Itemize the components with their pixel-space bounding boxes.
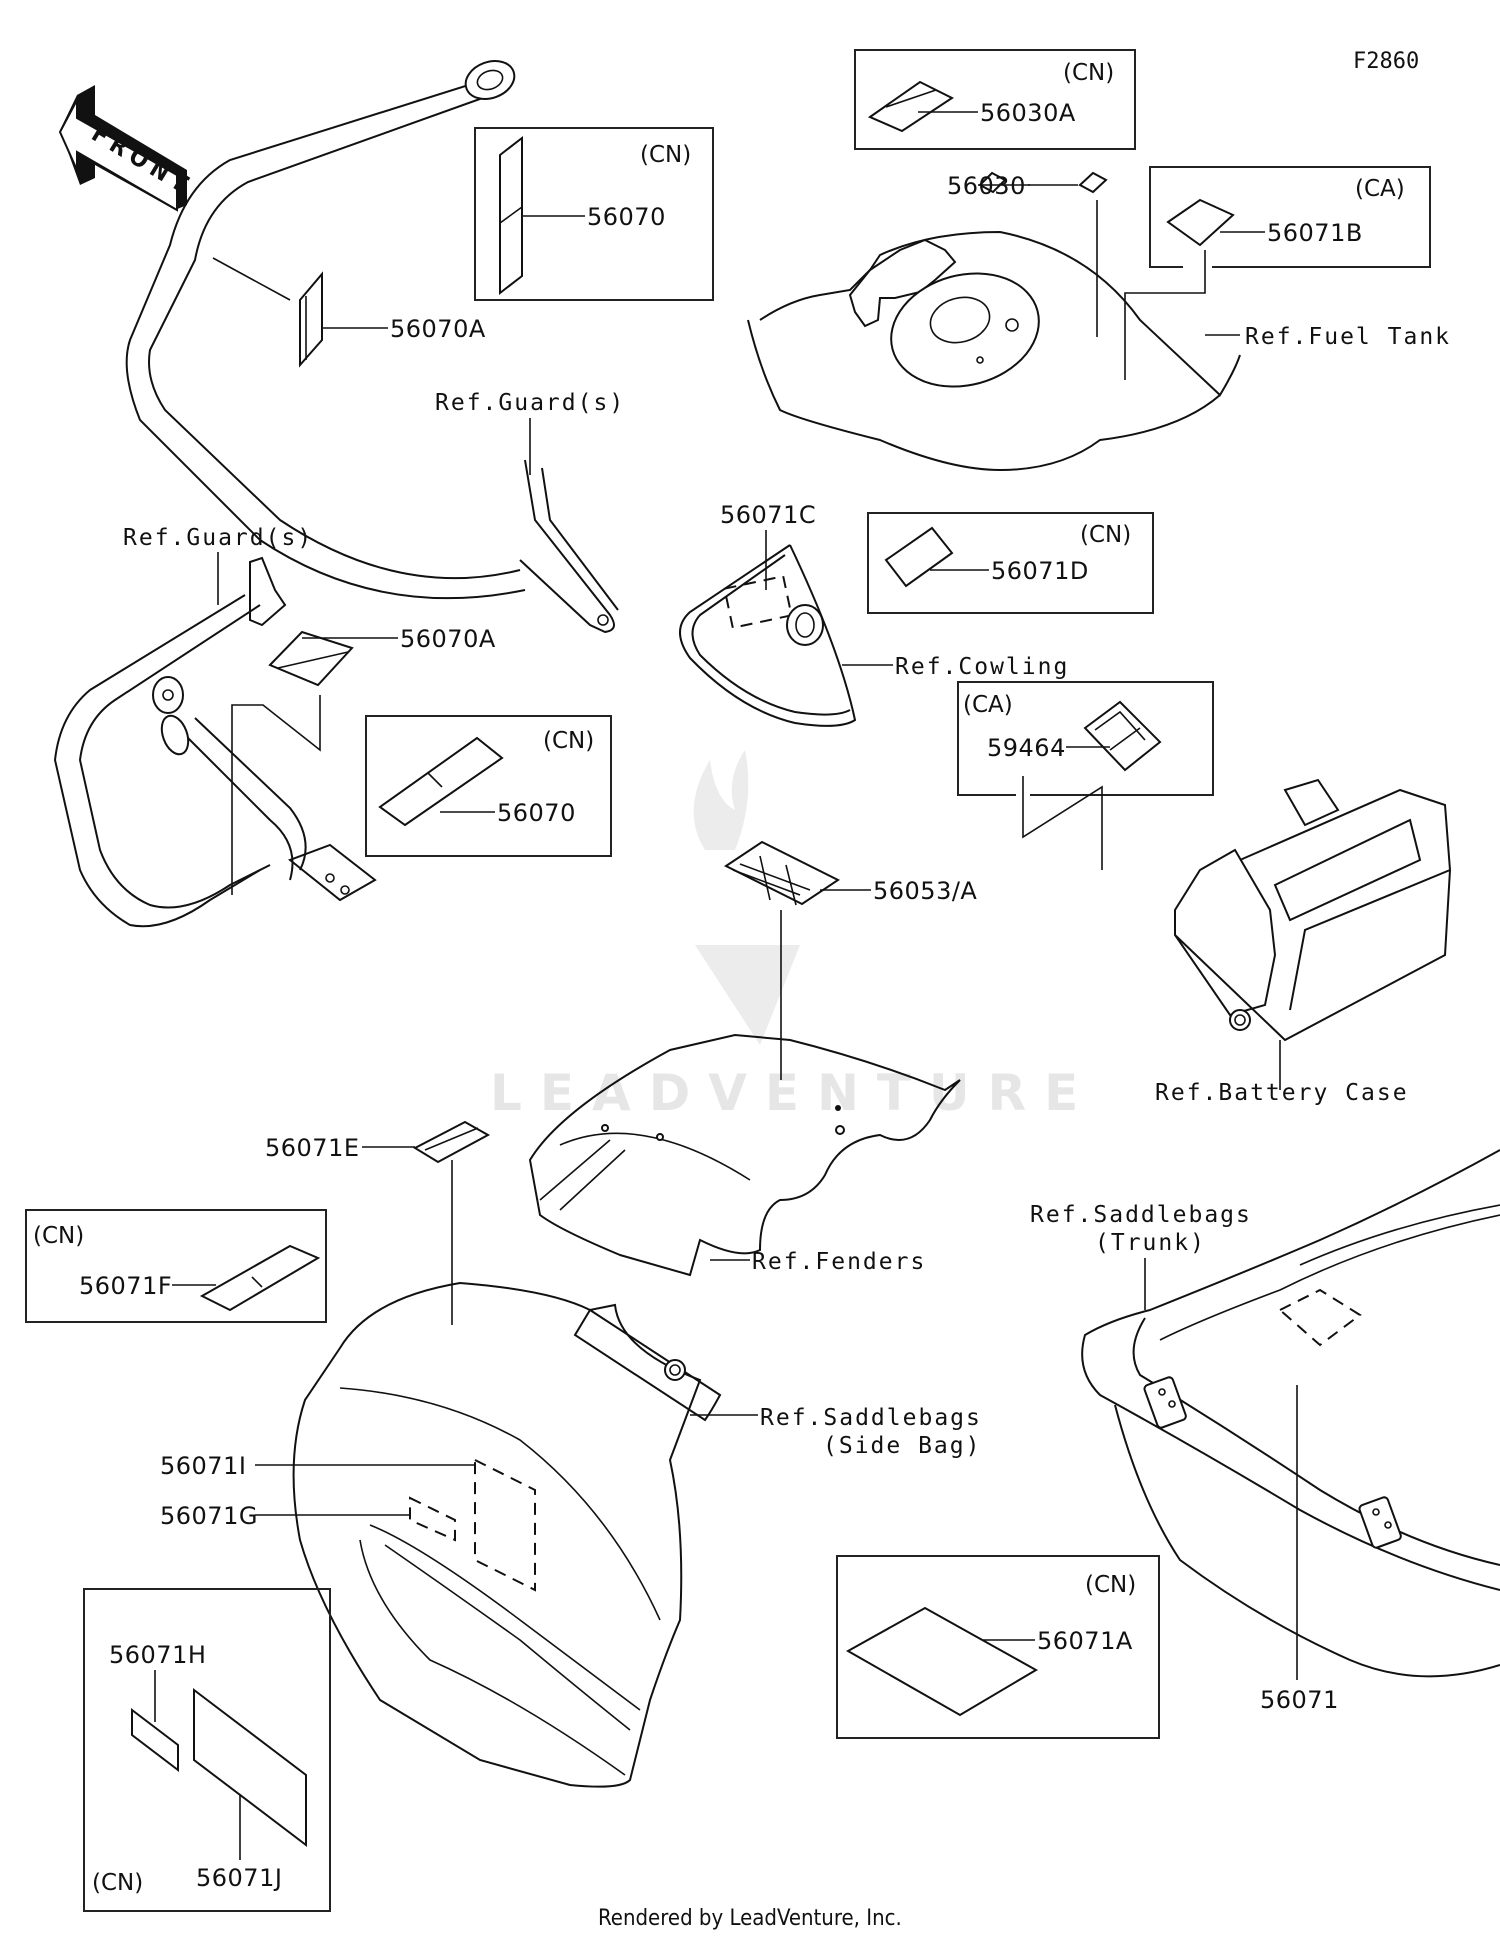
guard-mid-illustration [53,556,377,928]
sticker-56053A: 56053/A [724,840,977,1080]
sticker-56070A-top: 56070A [212,257,486,368]
region-tag-cn: (CN) [640,142,691,168]
guard-top-illustration [125,60,619,634]
part-label-59464[interactable]: 59464 [987,734,1066,762]
cn-box-56070-mid: (CN) 56070 [365,715,612,857]
ref-label-cowling[interactable]: Ref.Cowling [895,654,1069,680]
trunk-latch-icon [1358,1496,1402,1549]
saddlebag-side-illustration [292,1281,722,1788]
front-arrow-icon: FRONT [58,85,198,212]
part-label-56071C[interactable]: 56071C [720,501,816,529]
fuel-tank-illustration [747,230,1241,472]
trunk-latch-icon [1143,1376,1187,1429]
cowling-illustration [679,544,857,727]
cn-box-56071H-56071J: 56071H (CN) 56071J [83,1588,331,1912]
watermark-v-icon [695,945,800,1045]
part-label-56071D[interactable]: 56071D [991,557,1089,585]
part-label-56071B[interactable]: 56071B [1267,219,1363,247]
cn-box-56071D: (CN) 56071D [867,512,1154,614]
cn-box-56030A: (CN) 56030A [854,49,1136,150]
sticker-56070A-mid: 56070A [231,625,496,895]
ca-box-59464: (CA) 59464 [957,681,1214,870]
part-label-56071E[interactable]: 56071E [265,1134,360,1162]
watermark: LEADVENTURE [490,750,1096,1122]
ref-label-guard-mid[interactable]: Ref.Guard(s) [123,525,313,551]
part-label-56071[interactable]: 56071 [1260,1686,1339,1714]
cn-box-56070-top: (CN) 56070 [474,127,714,301]
part-label-56071H[interactable]: 56071H [109,1641,206,1669]
sticker-56071E: 56071E [265,1120,491,1325]
watermark-text: LEADVENTURE [490,1064,1096,1122]
region-tag-cn: (CN) [543,728,594,754]
ref-label-saddlebags-side[interactable]: Ref.Saddlebags [760,1405,982,1431]
ref-label-saddlebags-trunk[interactable]: Ref.Saddlebags [1030,1202,1252,1228]
battery-case-illustration [1174,778,1452,1042]
part-label-56070-top[interactable]: 56070 [587,203,666,231]
part-label-56071A[interactable]: 56071A [1037,1627,1133,1655]
figure-id: F2860 [1353,49,1419,74]
saddlebag-trunk-illustration [1081,1149,1500,1678]
region-tag-cn: (CN) [1063,60,1114,86]
region-tag-ca: (CA) [963,692,1013,718]
part-label-56071I[interactable]: 56071I [160,1452,246,1480]
part-label-56030[interactable]: 56030 [947,172,1026,200]
fenders-illustration [528,1033,961,1277]
cn-box-56071F: (CN) 56071F [25,1209,327,1323]
part-label-56071F[interactable]: 56071F [79,1272,172,1300]
sticker-56030: 56030 [947,171,1098,337]
part-label-56070A-mid[interactable]: 56070A [400,625,496,653]
part-label-56053A[interactable]: 56053/A [873,877,977,905]
ca-box-56071B: (CA) 56071B [1124,166,1431,380]
region-tag-cn: (CN) [1085,1572,1136,1598]
watermark-flame-icon [693,750,749,850]
part-label-56030A[interactable]: 56030A [980,99,1076,127]
cn-box-56071A: (CN) 56071A [836,1555,1160,1739]
ref-label-fenders[interactable]: Ref.Fenders [752,1249,926,1275]
region-tag-ca: (CA) [1355,176,1405,202]
ref-label-fuel-tank[interactable]: Ref.Fuel Tank [1245,324,1451,350]
ref-label-side-bag[interactable]: (Side Bag) [823,1433,981,1459]
footer-credit: Rendered by LeadVenture, Inc. [598,1906,902,1931]
part-label-56070-mid[interactable]: 56070 [497,799,576,827]
ref-label-trunk[interactable]: (Trunk) [1095,1230,1206,1256]
part-label-56070A-top[interactable]: 56070A [390,315,486,343]
region-tag-cn: (CN) [92,1870,143,1896]
part-label-56071J[interactable]: 56071J [196,1864,282,1892]
part-label-56071G[interactable]: 56071G [160,1502,258,1530]
region-tag-cn: (CN) [1080,522,1131,548]
ref-label-guard-top[interactable]: Ref.Guard(s) [435,390,625,416]
ref-label-battery-case[interactable]: Ref.Battery Case [1155,1080,1409,1106]
region-tag-cn: (CN) [33,1223,84,1249]
